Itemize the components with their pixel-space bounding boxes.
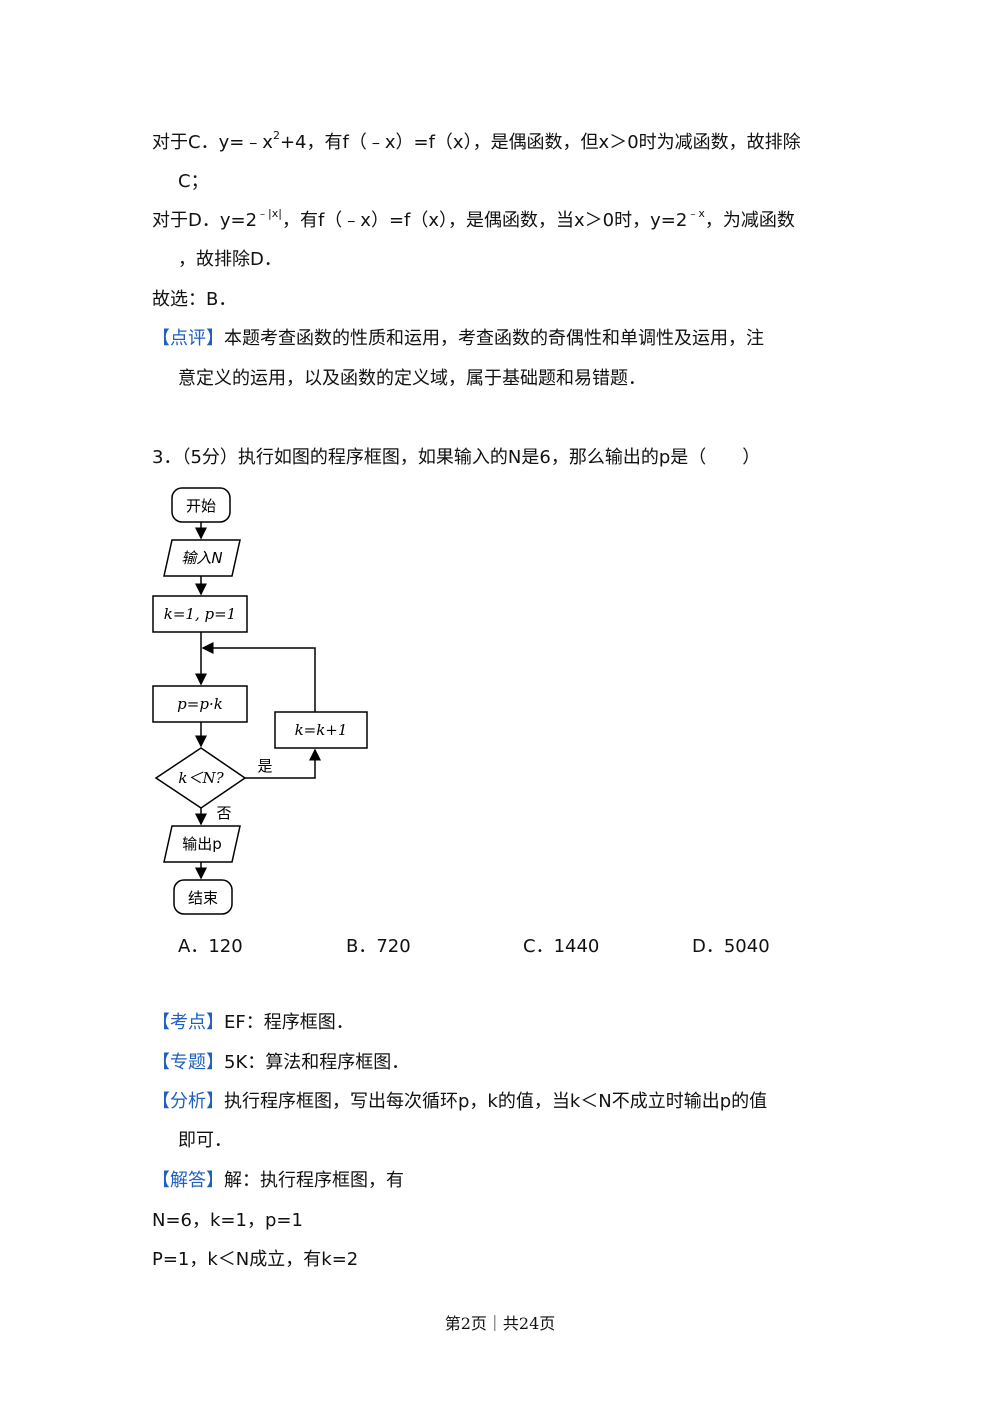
zhuanti-tag: 【专题】 bbox=[152, 1052, 224, 1073]
choice-b[interactable]: B．720 bbox=[346, 936, 411, 957]
choice-c[interactable]: C．1440 bbox=[523, 936, 600, 957]
init-node bbox=[152, 595, 248, 633]
superscript: 2 bbox=[272, 129, 280, 142]
superscript: ﹣|x| bbox=[257, 207, 282, 220]
page-footer: 第2页｜共24页 bbox=[444, 1314, 556, 1333]
superscript: ﹣x bbox=[687, 207, 705, 220]
output-node bbox=[163, 825, 241, 863]
end-node bbox=[173, 879, 233, 915]
flowchart: 开始 输入N k=1, p=1 p=p·k k=k+1 k＜N? 是 否 输出p… bbox=[150, 480, 390, 920]
input-label: 输入N bbox=[181, 549, 222, 567]
init-label: k=1, p=1 bbox=[164, 605, 236, 623]
increment-node bbox=[274, 711, 368, 749]
jieda-tag: 【解答】 bbox=[152, 1170, 224, 1191]
fenxi-cont: 即可． bbox=[178, 1130, 232, 1151]
choice-a[interactable]: A．120 bbox=[178, 936, 243, 957]
choices: A．120 B．720 C．1440 D．5040 bbox=[0, 932, 1000, 958]
solution-c-line: 对于C．y=﹣x2+4，有f（﹣x）=f（x），是偶函数，但x＞0时为减函数，故… bbox=[152, 130, 801, 156]
input-node bbox=[163, 539, 241, 577]
yes-arrow bbox=[245, 748, 321, 779]
flowchart-svg: 开始 输入N k=1, p=1 p=p·k k=k+1 k＜N? 是 否 输出p… bbox=[152, 487, 368, 915]
review-text: 本题考查函数的性质和运用，考查函数的奇偶性和单调性及运用，注 bbox=[224, 328, 764, 349]
process-label: p=p·k bbox=[177, 695, 223, 713]
process-node bbox=[152, 685, 248, 723]
start-label: 开始 bbox=[186, 497, 216, 515]
fenxi-tag: 【分析】 bbox=[152, 1091, 224, 1112]
step-2: P=1，k＜N成立，有k=2 bbox=[152, 1249, 359, 1270]
loop-arrow bbox=[201, 642, 316, 712]
review-tag: 【点评】 bbox=[152, 328, 224, 349]
text: 对于D．y=2 bbox=[152, 210, 258, 231]
review-cont: 意定义的运用，以及函数的定义域，属于基础题和易错题． bbox=[178, 368, 646, 389]
solution-d-line: 对于D．y=2﹣|x|，有f（﹣x）=f（x），是偶函数，当x＞0时，y=2﹣x… bbox=[152, 208, 795, 234]
yes-label: 是 bbox=[257, 757, 272, 775]
kaodian-tag: 【考点】 bbox=[152, 1012, 224, 1033]
fenxi-line: 【分析】执行程序框图，写出每次循环p，k的值，当k＜N不成立时输出p的值 bbox=[152, 1089, 767, 1115]
kaodian-text: EF：程序框图． bbox=[224, 1012, 354, 1033]
jieda-text: 解：执行程序框图，有 bbox=[224, 1170, 404, 1191]
zhuanti-line: 【专题】5K：算法和程序框图． bbox=[152, 1050, 409, 1076]
zhuanti-text: 5K：算法和程序框图． bbox=[224, 1052, 410, 1073]
answer-line: 故选：B． bbox=[152, 289, 237, 310]
decision-label: k＜N? bbox=[178, 769, 224, 787]
fenxi-text: 执行程序框图，写出每次循环p，k的值，当k＜N不成立时输出p的值 bbox=[224, 1091, 768, 1112]
text: 对于C．y=﹣x bbox=[152, 132, 273, 153]
solution-d-cont: ，故排除D． bbox=[178, 249, 282, 270]
increment-label: k=k+1 bbox=[295, 721, 348, 739]
question-text: 3．（5分）执行如图的程序框图，如果输入的N是6，那么输出的p是（ ） bbox=[152, 447, 761, 468]
text: ，有f（﹣x）=f（x），是偶函数，当x＞0时，y=2 bbox=[281, 210, 688, 231]
kaodian-line: 【考点】EF：程序框图． bbox=[152, 1010, 354, 1036]
review-line: 【点评】本题考查函数的性质和运用，考查函数的奇偶性和单调性及运用，注 bbox=[152, 326, 764, 352]
text: ，为减函数 bbox=[704, 210, 795, 231]
step-1: N=6，k=1，p=1 bbox=[152, 1210, 303, 1231]
jieda-line: 【解答】解：执行程序框图，有 bbox=[152, 1168, 404, 1194]
no-label: 否 bbox=[216, 804, 231, 822]
end-label: 结束 bbox=[188, 889, 218, 907]
choice-d[interactable]: D．5040 bbox=[692, 936, 770, 957]
text: +4，有f（﹣x）=f（x），是偶函数，但x＞0时为减函数，故排除 bbox=[279, 132, 801, 153]
solution-c-cont: C； bbox=[178, 171, 209, 192]
output-label: 输出p bbox=[182, 835, 222, 853]
